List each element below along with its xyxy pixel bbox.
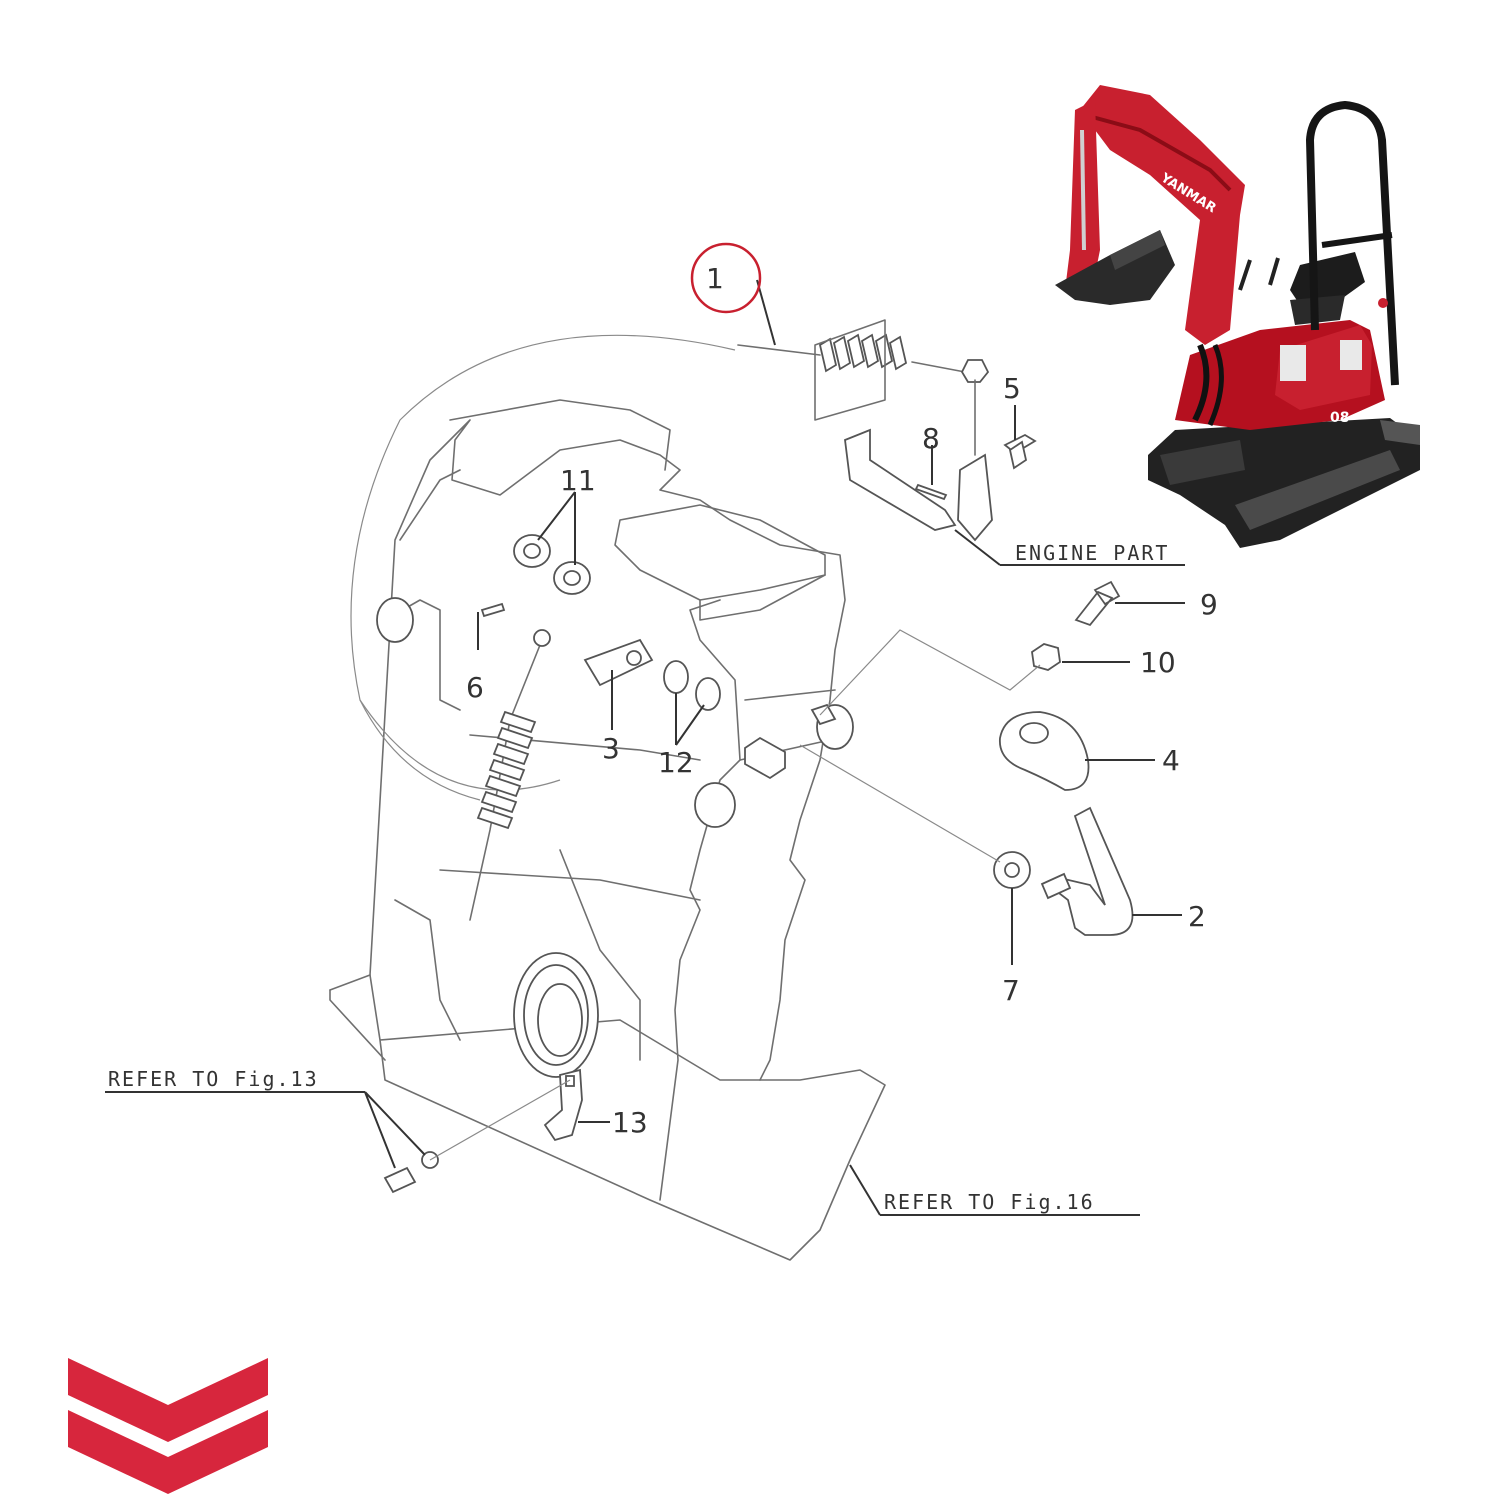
callout-numbers: 1 5 8 11 6 3 12 9 10 4 2 7 13 [466,262,1218,1139]
refer-fig16-label: REFER TO Fig.16 [884,1190,1095,1214]
housing-boss-left [376,597,414,643]
engine-part-label: ENGINE PART [1015,541,1169,565]
callout-2: 2 [1188,900,1206,933]
bolt-5 [1003,433,1037,470]
bracket-13 [543,1068,583,1142]
brand-chevron-logo [68,1358,268,1494]
engine-bracket [814,319,993,542]
nuts-11 [513,534,591,595]
block-3 [583,638,654,687]
starter-seal [513,952,599,1078]
leader-lines [105,279,1185,1216]
throttle-cable [737,333,990,383]
bushing [810,703,837,726]
washers-12 [663,660,721,711]
spacer-block [744,736,786,780]
reference-labels: ENGINE PART REFER TO Fig.13 REFER TO Fig… [108,541,1169,1214]
model-decal: 08 [1330,410,1349,426]
bolt-fig13 [383,1151,439,1194]
callout-7: 7 [1002,974,1020,1007]
refer-fig13-label: REFER TO Fig.13 [108,1067,319,1091]
governor-spring-cable [469,629,551,921]
lever-2 [1040,806,1134,936]
callout-12: 12 [658,746,694,779]
callout-13: 13 [612,1106,648,1139]
callout-3: 3 [602,732,620,765]
callout-1-highlight [690,242,762,314]
housing-boss-bottom [694,782,736,828]
washer-7 [993,851,1031,889]
excavator-photo: 08 YANMAR [1055,85,1420,548]
callout-4: 4 [1162,744,1180,777]
callout-1: 1 [706,262,724,295]
pin-6 [480,602,506,618]
callout-11: 11 [560,464,596,497]
lever-plate-4 [999,711,1090,791]
callout-5: 5 [1003,372,1021,405]
callout-9: 9 [1200,588,1218,621]
callout-10: 10 [1140,646,1176,679]
cotter-pin-8 [914,483,948,501]
nut-10 [1031,643,1061,671]
callout-6: 6 [466,671,484,704]
bolt-9 [1074,580,1121,627]
callout-8: 8 [922,422,940,455]
